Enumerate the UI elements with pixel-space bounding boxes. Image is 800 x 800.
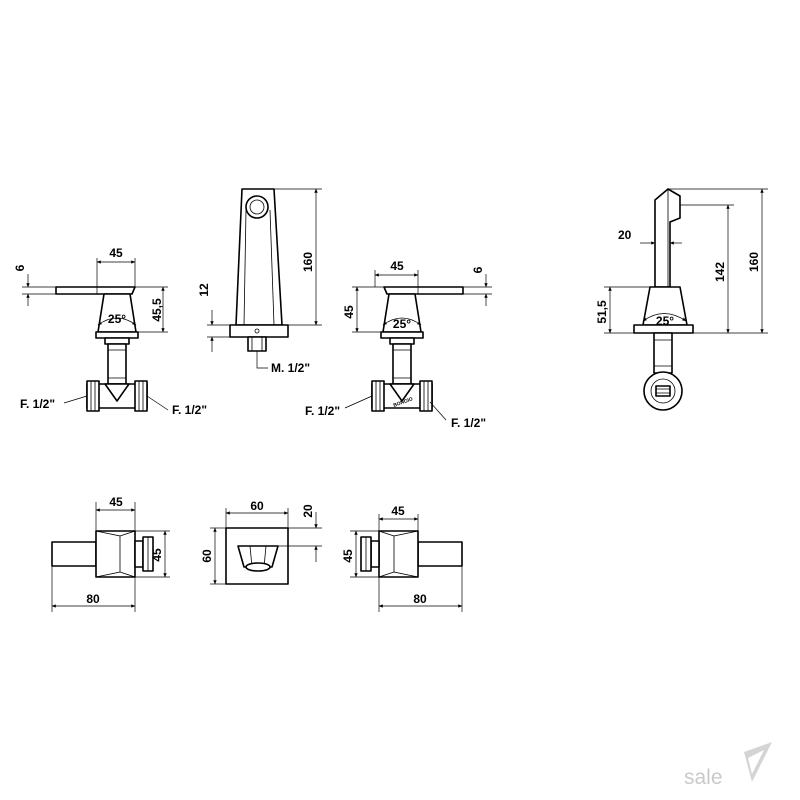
top-right-lever xyxy=(417,541,463,567)
side-view xyxy=(633,188,694,411)
dim-top-left-width: 45 xyxy=(109,495,123,509)
dim-side-angle: 25° xyxy=(656,314,674,328)
front-left-valve xyxy=(55,286,148,412)
label-left-outlet: F. 1/2" xyxy=(172,403,207,417)
top-left-valve xyxy=(51,530,154,578)
top-right-dims: 45 45 80 xyxy=(341,504,463,612)
dim-spout-base: 12 xyxy=(197,283,211,297)
dim-side-inner-height: 142 xyxy=(713,262,727,282)
side-spout-body xyxy=(654,188,681,288)
top-right-valve xyxy=(360,530,463,578)
label-left-inlet: F. 1/2" xyxy=(20,397,55,411)
right-lever-handle xyxy=(383,286,464,295)
watermark: sale xyxy=(684,742,772,789)
dim-left-lever-angle: 25° xyxy=(108,312,126,326)
dim-top-spout-height: 60 xyxy=(200,549,214,563)
front-spout-dims: 160 12 M. 1/2" xyxy=(197,188,322,375)
dim-left-lever-height: 45,5 xyxy=(150,298,164,322)
front-right-valve: BONGIO xyxy=(371,286,464,412)
label-right-outlet: F. 1/2" xyxy=(451,416,486,430)
left-lever-handle xyxy=(55,286,136,295)
label-right-inlet: F. 1/2" xyxy=(305,404,340,418)
dim-side-offset: 20 xyxy=(618,228,632,242)
front-left-dims: 45 6 45,5 25° F. 1/2" F. 1/2" xyxy=(13,246,207,417)
top-spout-outlet xyxy=(237,545,279,568)
top-spout-dims: 60 60 20 xyxy=(200,499,322,585)
side-view-dims: 160 142 20 51,5 25° xyxy=(595,188,768,334)
dim-left-lever-width: 45 xyxy=(109,246,123,260)
dim-right-lever-width: 45 xyxy=(390,259,404,273)
spout-thread-stub xyxy=(247,336,267,352)
sale-logo-icon xyxy=(744,742,772,782)
spout-outlet xyxy=(245,195,269,219)
dim-top-left-length: 80 xyxy=(86,592,100,606)
top-right-body xyxy=(378,530,419,578)
label-spout-thread: M. 1/2" xyxy=(271,361,310,375)
front-spout xyxy=(229,188,289,352)
dim-right-lever-angle: 25° xyxy=(393,317,411,331)
dim-side-base: 51,5 xyxy=(595,300,609,324)
dim-right-lever-thickness: 6 xyxy=(471,266,485,273)
top-spout xyxy=(225,527,289,585)
dim-top-right-length: 80 xyxy=(413,592,427,606)
dim-top-left-height: 45 xyxy=(150,548,164,562)
watermark-text: sale xyxy=(684,766,723,789)
dim-spout-height: 160 xyxy=(301,252,315,272)
dim-top-spout-width: 60 xyxy=(250,499,264,513)
top-left-lever xyxy=(51,541,97,567)
dim-top-right-height: 45 xyxy=(341,549,355,563)
top-left-dims: 45 45 80 xyxy=(51,495,170,612)
dim-top-right-width: 45 xyxy=(391,504,405,518)
top-left-body xyxy=(95,530,136,578)
dim-top-spout-offset: 20 xyxy=(301,504,315,518)
dim-right-lever-height: 45 xyxy=(342,305,356,319)
front-right-dims: 45 6 45 25° F. 1/2" F. 1/2" xyxy=(305,259,492,430)
dim-side-total-height: 160 xyxy=(747,252,761,272)
dim-left-lever-thickness: 6 xyxy=(13,264,27,271)
